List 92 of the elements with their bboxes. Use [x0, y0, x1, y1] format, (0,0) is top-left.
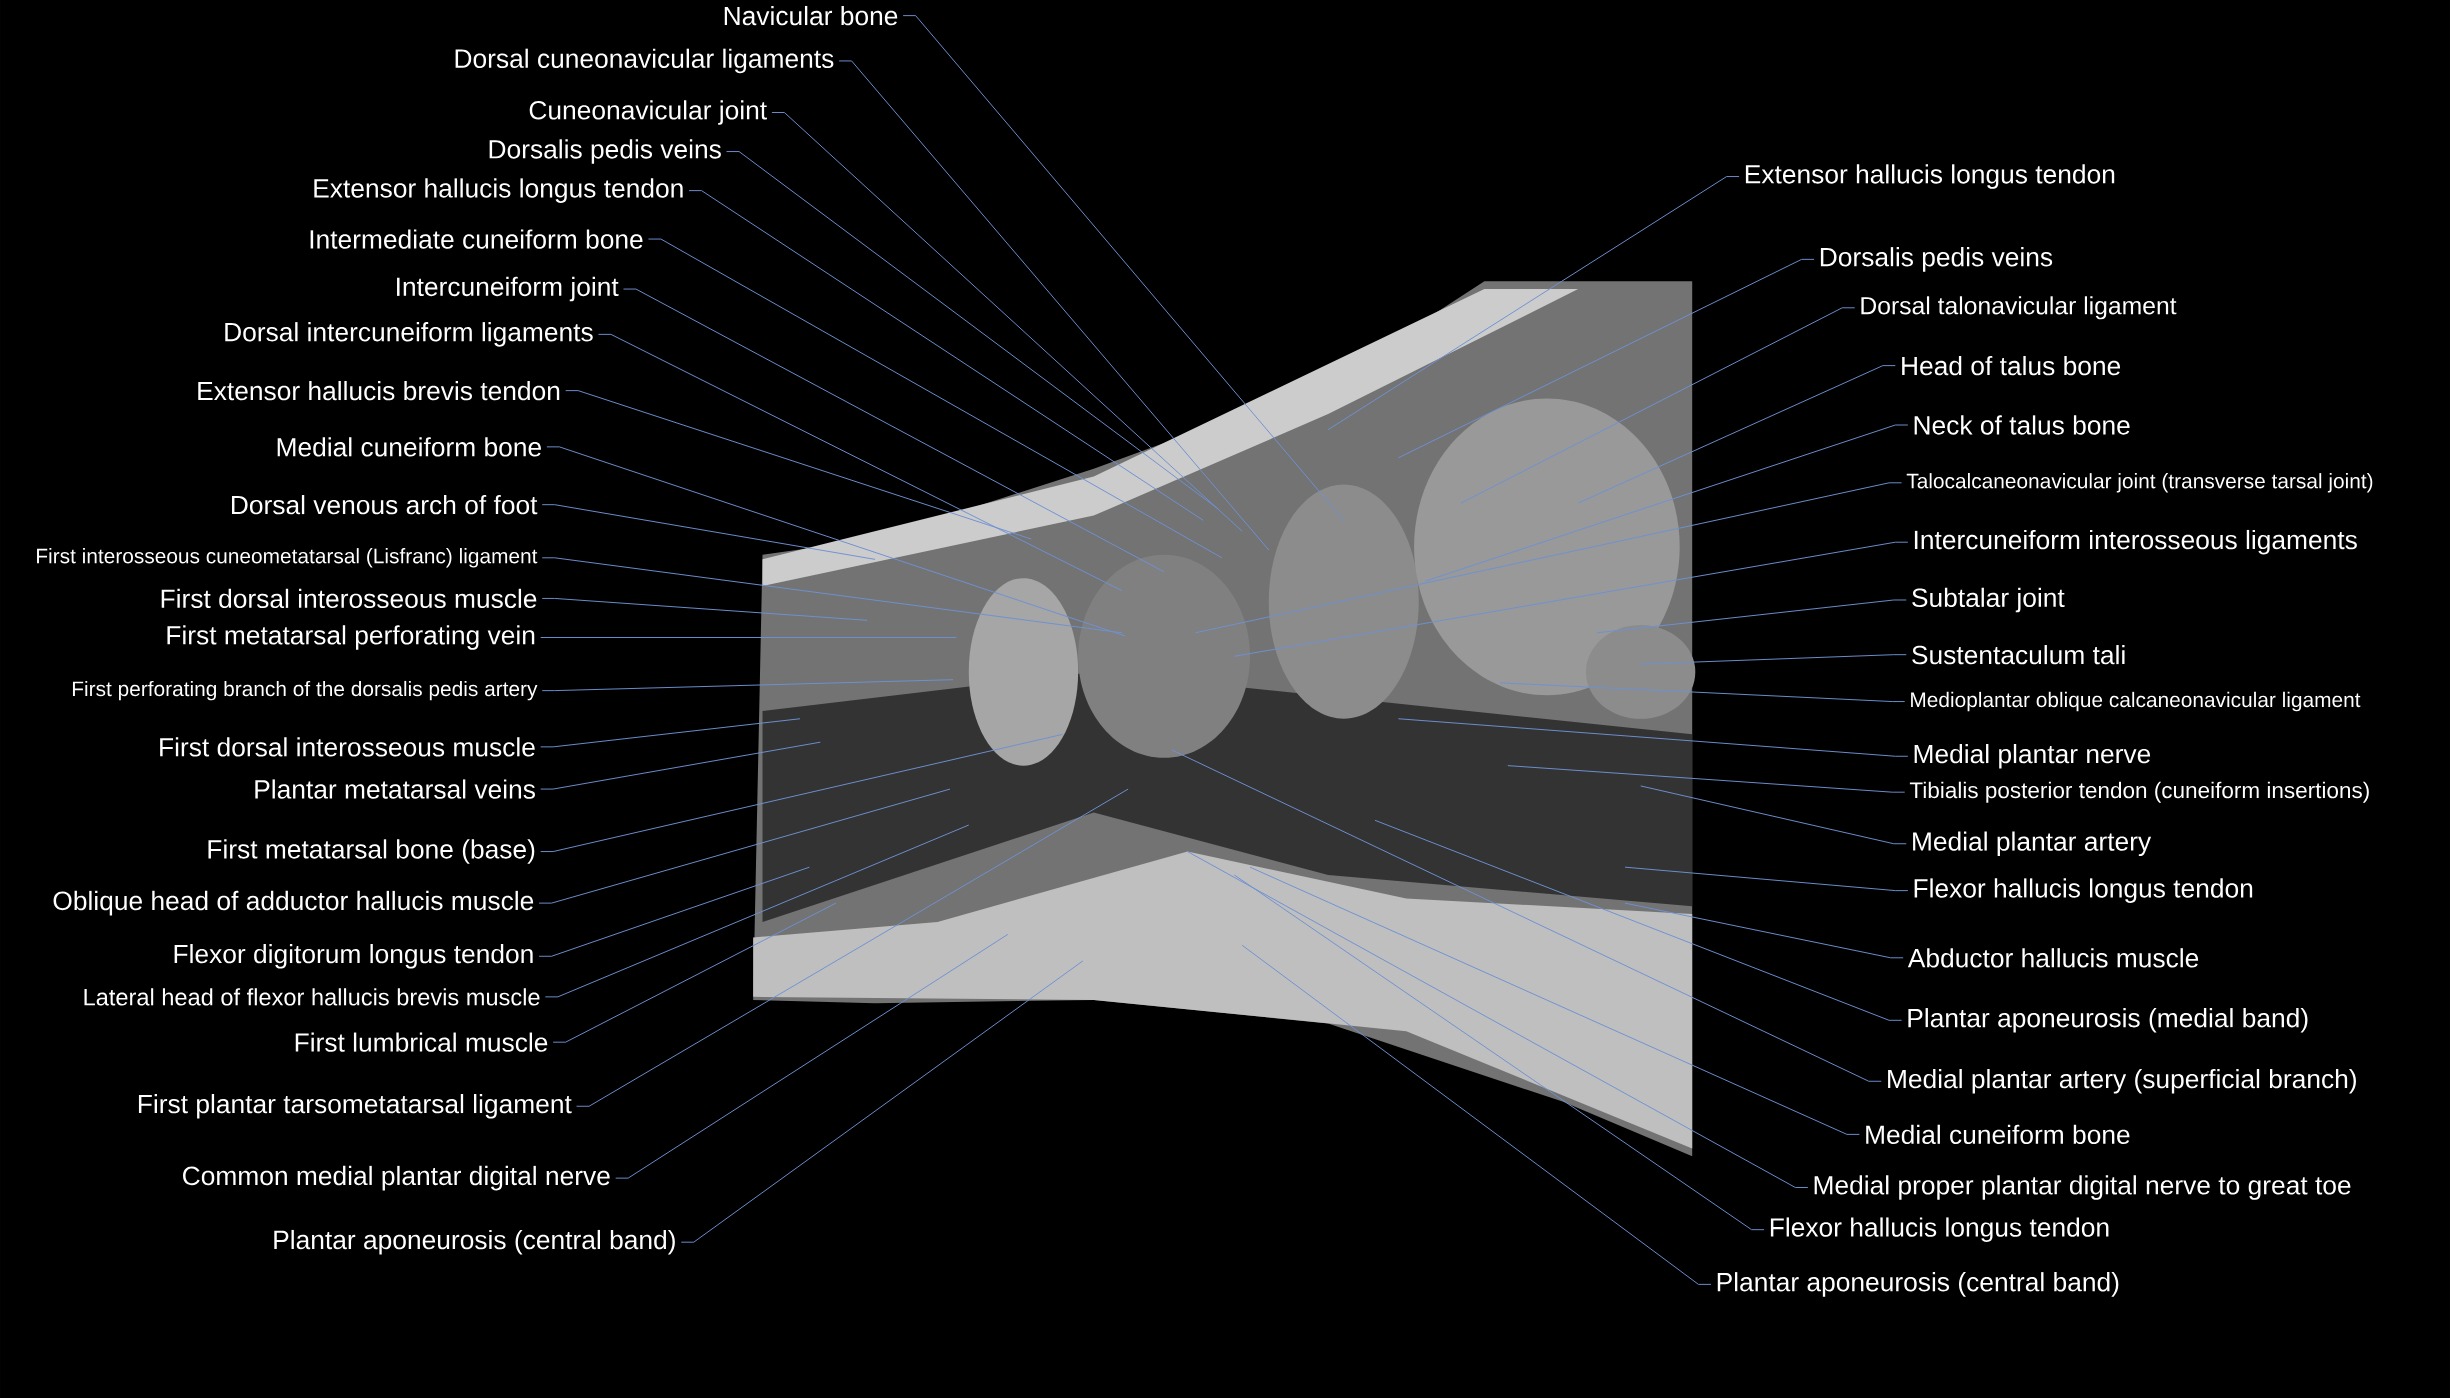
leader-line [688, 189, 1204, 521]
leader-line [1624, 866, 1909, 891]
leader-line [544, 824, 970, 998]
leader-line [1624, 902, 1904, 959]
anatomy-label: Subtalar joint [1912, 587, 2065, 613]
anatomy-label: Flexor digitorum longus tendon [174, 943, 533, 969]
anatomy-label: Medioplantar oblique calcaneonavicular ligament [1911, 691, 2361, 712]
anatomy-label: Medial plantar artery (superficial branch) [1888, 1068, 2356, 1094]
leader-line [1194, 482, 1903, 634]
anatomy-label: Plantar aponeurosis (central band) [1717, 1271, 2119, 1297]
anatomy-label: Navicular bone [724, 5, 898, 26]
anatomy-label: Abductor hallucis muscle [1907, 947, 2199, 968]
anatomy-label: Intercuneiform interosseous ligaments [1914, 529, 2357, 555]
leader-line [1507, 764, 1906, 793]
leader-line [1233, 541, 1909, 657]
anatomy-label: Plantar aponeurosis (central band) [274, 1229, 675, 1255]
anatomy-label: Medial cuneiform bone [1866, 1124, 2130, 1144]
leader-line [597, 333, 1123, 591]
leader-line [902, 14, 1345, 521]
leader-line [771, 111, 1243, 532]
anatomy-label: Dorsalis pedis veins [489, 139, 721, 164]
anatomy-label: Cuneonavicular joint [529, 100, 767, 125]
anatomy-label: First plantar tarsometatarsal ligament [138, 1093, 572, 1119]
anatomy-label: Dorsal cuneonavicular ligaments [455, 48, 834, 73]
anatomy-label: First metatarsal bone (base) [208, 839, 535, 864]
anatomy-label: Extensor hallucis brevis tendon [198, 380, 560, 401]
anatomy-label: First dorsal interosseous muscle [161, 588, 537, 608]
leader-line [1249, 866, 1860, 1135]
anatomy-label: Dorsal venous arch of foot [232, 494, 538, 515]
leader-line [838, 60, 1270, 551]
anatomy-label: Extensor hallucis longus tendon [314, 178, 683, 203]
leader-line [540, 733, 1063, 852]
leader-line [1460, 307, 1856, 504]
leader-line [1233, 874, 1765, 1230]
anatomy-label: Medial proper plantar digital nerve to great toe [1814, 1175, 2351, 1200]
leader-line [1424, 424, 1909, 582]
anatomy-label: First metatarsal perforating vein [167, 625, 535, 650]
anatomy-label: Medial plantar nerve [1914, 743, 2151, 769]
anatomy-label: Oblique head of adductor hallucis muscle [53, 890, 534, 916]
leader-line [541, 504, 876, 560]
leader-line [541, 597, 868, 621]
anatomy-label: Flexor hallucis longus tendon [1770, 1217, 2109, 1242]
anatomy-label: Flexor hallucis longus tendon [1914, 878, 2253, 903]
leader-line [622, 288, 1165, 573]
anatomy-label: Medial cuneiform bone [277, 437, 541, 457]
anatomy-label: First dorsal interosseous muscle [160, 737, 535, 757]
anatomy-label: Plantar aponeurosis (medial band) [1908, 1007, 2308, 1033]
leader-line [1187, 850, 1809, 1188]
anatomy-label: Common medial plantar digital nerve [183, 1165, 610, 1191]
anatomy-label: Sustentaculum tali [1912, 644, 2125, 665]
leader-line [647, 238, 1223, 559]
anatomy-label: Plantar metatarsal veins [255, 779, 535, 799]
anatomy-label: Intercuneiform joint [397, 276, 619, 302]
anatomy-label: Head of talus bone [1902, 355, 2121, 376]
leader-line [540, 636, 957, 638]
anatomy-label: Dorsal talonavicular ligament [1861, 296, 2177, 320]
leader-line [1374, 819, 1903, 1021]
anatomy-label: Lateral head of flexor hallucis brevis muscle [84, 988, 540, 1006]
anatomy-label: Dorsalis pedis veins [1820, 246, 2053, 272]
leader-line [538, 788, 951, 904]
leader-line [552, 902, 837, 1043]
leader-line [1640, 785, 1907, 844]
anatomy-label: Neck of talus bone [1914, 415, 2130, 435]
leader-line [680, 960, 1084, 1243]
leader-line [576, 788, 1129, 1107]
anatomy-label: Extensor hallucis longus tendon [1745, 164, 2115, 189]
leader-line [1596, 599, 1907, 634]
leader-line [1640, 654, 1907, 665]
anatomy-label: Tibialis posterior tendon (cuneiform insertions) [1909, 781, 2369, 803]
leader-line [565, 389, 1032, 540]
leader-line [538, 866, 810, 957]
anatomy-label: First perforating branch of the dorsalis pedis artery [72, 680, 538, 701]
leader-line [1327, 175, 1740, 430]
leader-line [1499, 682, 1906, 702]
anatomy-label: First lumbrical muscle [295, 1032, 548, 1052]
leader-line [1241, 944, 1712, 1285]
anatomy-label: Intermediate cuneiform bone [310, 229, 643, 249]
leader-line [1577, 364, 1896, 504]
leader-line [541, 679, 954, 691]
leader-line [1397, 718, 1909, 757]
leader-line [615, 933, 1009, 1179]
anatomy-label: Dorsal intercuneiform ligaments [225, 321, 593, 347]
leader-line [1171, 749, 1882, 1082]
anatomy-label: First interosseous cuneometatarsal (Lisfranc) ligament [37, 547, 538, 568]
leader-line [546, 446, 1126, 637]
leader-line [726, 150, 1220, 510]
anatomy-label: Medial plantar artery [1913, 831, 2152, 856]
anatomy-label: Talocalcaneonavicular joint (transverse tarsal joint) [1906, 472, 2373, 493]
leader-line [1397, 258, 1815, 459]
leader-line [541, 557, 1123, 634]
leader-line [540, 741, 821, 790]
leader-line [540, 718, 801, 748]
